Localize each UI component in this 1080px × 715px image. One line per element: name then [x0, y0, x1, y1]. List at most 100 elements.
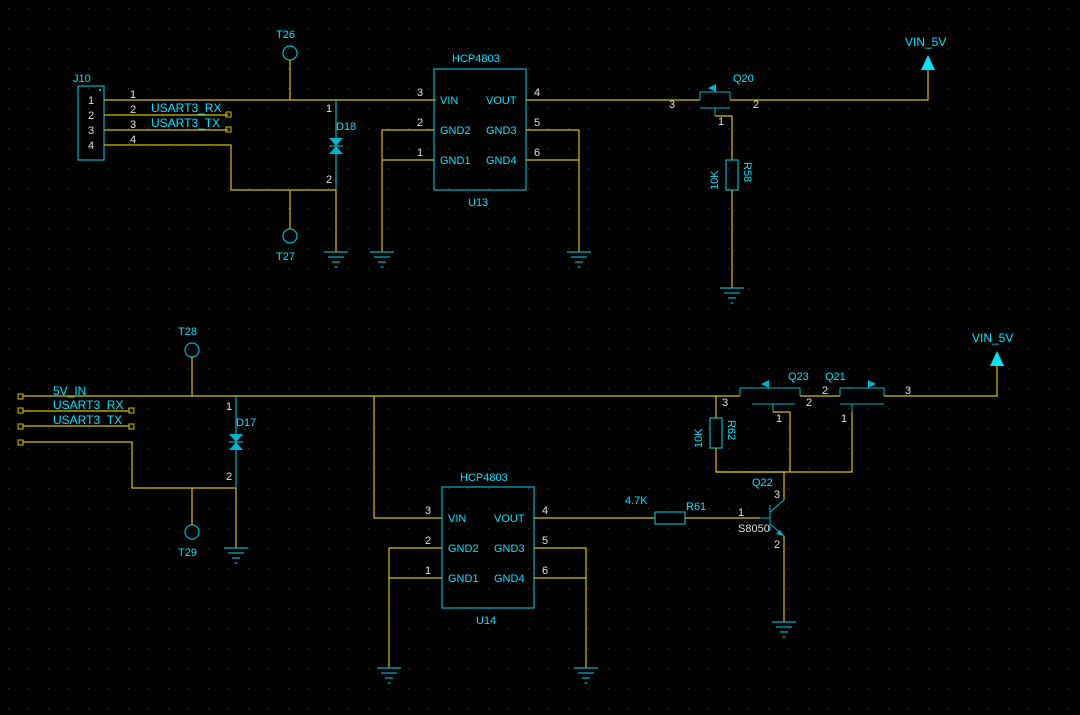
test-point-ref: T28 [178, 326, 197, 338]
net-label-usart3-rx: USART3_RX [151, 101, 221, 115]
ic-pin-label: VIN [448, 513, 466, 525]
ic-pin-label: GND3 [494, 543, 525, 555]
pin-number: 1 [226, 401, 232, 413]
ic-pin-label: VOUT [494, 513, 525, 525]
net-label-usart3-tx: USART3_TX [53, 413, 122, 427]
wire [730, 70, 929, 101]
pin-number: 1 [718, 116, 724, 128]
wire [526, 129, 580, 252]
wire [884, 366, 998, 397]
ic-pin-label: GND2 [440, 125, 471, 137]
wire [715, 115, 733, 160]
ic-pin-label: GND1 [440, 155, 471, 167]
mosfet-ref: Q21 [825, 371, 846, 383]
net-label-usart3-tx: USART3_TX [151, 116, 220, 130]
pin-number: 4 [534, 87, 540, 99]
resistor-value: 4.7K [625, 495, 648, 507]
transistor-ref: Q22 [752, 477, 773, 489]
pin-number: 1 [738, 507, 744, 519]
resistor-value: 10K [709, 170, 721, 190]
pin-number: 5 [534, 117, 540, 129]
power-port-vin-5v[interactable]: VIN_5V [972, 331, 1013, 366]
power-port-label: VIN_5V [972, 331, 1013, 345]
wire [534, 547, 587, 668]
pin-number: 5 [542, 535, 548, 547]
pin-number: 2 [130, 104, 136, 116]
pin-number: 2 [753, 99, 759, 111]
ic-ref: U13 [468, 197, 488, 209]
ic-part: HCP4803 [452, 53, 500, 65]
top-circuit: J10 1 2 3 4 1 2 3 4 USART3_RX USART3_TX … [73, 29, 946, 304]
pin-number: 6 [542, 565, 548, 577]
connector-pin: 4 [88, 140, 94, 152]
power-port-label: VIN_5V [905, 35, 946, 49]
pin-number: 3 [425, 505, 431, 517]
pin-number: 4 [542, 505, 548, 517]
ic-ref: U14 [476, 615, 496, 627]
transistor-q22[interactable]: Q22 S8050 1 3 2 [738, 477, 785, 551]
resistor-ref: R58 [741, 162, 753, 182]
pin-number: 2 [326, 174, 332, 186]
wire [388, 547, 442, 668]
mosfet-q23[interactable]: Q23 3 2 1 [722, 371, 812, 425]
transistor-part: S8050 [738, 523, 770, 535]
wire [381, 129, 434, 252]
power-port-vin-5v[interactable]: VIN_5V [905, 35, 946, 70]
ic-pin-label: GND1 [448, 573, 479, 585]
pin-number: 1 [130, 89, 136, 101]
connector-pin: 1 [88, 95, 94, 107]
pin-number: 2 [806, 397, 812, 409]
resistor-r58[interactable]: 10K R58 [709, 159, 753, 191]
pin-number: 2 [226, 471, 232, 483]
resistor-ref: R62 [725, 420, 737, 440]
net-port-icon [225, 126, 232, 133]
ic-part: HCP4803 [460, 472, 508, 484]
connector-j10[interactable]: J10 1 2 3 4 [73, 73, 105, 161]
pin-number: 3 [669, 99, 675, 111]
pin-number: 3 [905, 385, 911, 397]
mosfet-q20[interactable]: Q20 3 2 1 [669, 73, 759, 128]
wire [373, 396, 442, 519]
pin-number: 3 [417, 87, 423, 99]
wire [23, 441, 236, 489]
test-point-ref: T26 [276, 29, 295, 41]
wire [715, 412, 853, 473]
tvs-diode-d18[interactable]: D18 1 2 [326, 100, 356, 190]
ic-pin-label: GND2 [448, 543, 479, 555]
connector-j10-ref: J10 [73, 73, 91, 85]
pin-number: 3 [774, 489, 780, 501]
pin-number: 6 [534, 147, 540, 159]
pin-number: 2 [774, 539, 780, 551]
pin-number: 3 [722, 397, 728, 409]
pin-number: 1 [425, 565, 431, 577]
connector-pin: 3 [88, 125, 94, 137]
regulator-u13[interactable]: HCP4803 U13 VIN GND2 GND1 VOUT GND3 GND4… [417, 53, 540, 209]
mosfet-ref: Q20 [733, 73, 754, 85]
mosfet-ref: Q23 [788, 371, 809, 383]
net-port-icon [225, 111, 232, 118]
pin-number: 1 [326, 103, 332, 115]
pin-number: 4 [130, 134, 136, 146]
regulator-u14[interactable]: HCP4803 U14 VIN GND2 GND1 VOUT GND3 GND4… [425, 472, 548, 627]
ic-pin-label: GND4 [494, 573, 525, 585]
resistor-ref: R61 [686, 501, 706, 513]
pin-number: 2 [822, 385, 828, 397]
mosfet-q21[interactable]: Q21 2 3 1 [822, 371, 911, 425]
ic-pin-label: VIN [440, 95, 458, 107]
resistor-value: 10K [693, 428, 705, 448]
connector-pin: 2 [88, 110, 94, 122]
ic-pin-label: GND4 [486, 155, 517, 167]
wire [773, 411, 791, 472]
tvs-diode-d17[interactable]: D17 1 2 [226, 396, 256, 488]
test-point-ref: T29 [178, 547, 197, 559]
pin-number: 1 [417, 147, 423, 159]
pin-number: 3 [130, 119, 136, 131]
ic-pin-label: GND3 [486, 125, 517, 137]
test-point-ref: T27 [276, 251, 295, 263]
pin-number: 1 [841, 413, 847, 425]
ic-pin-label: VOUT [486, 95, 517, 107]
net-label-usart3-rx: USART3_RX [53, 398, 123, 412]
diode-ref: D18 [336, 121, 356, 133]
diode-ref: D17 [236, 417, 256, 429]
